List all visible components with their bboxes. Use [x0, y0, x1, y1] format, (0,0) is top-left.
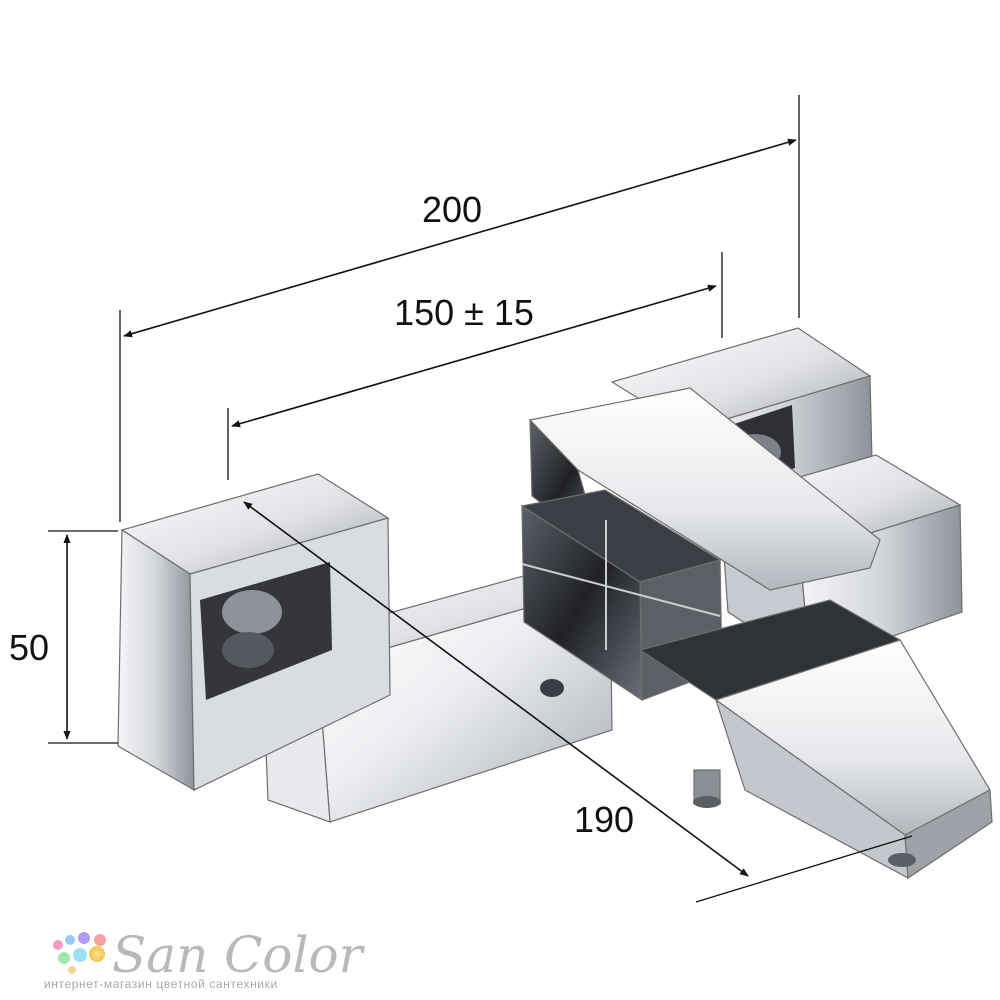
dimension-label-200: 200 [422, 189, 482, 230]
dimension-inlet-spacing: 150 ± 15 [227, 252, 723, 480]
dimension-overall-width: 200 [119, 95, 800, 522]
extension-line-spout [695, 835, 913, 903]
dimension-label-50: 50 [9, 627, 49, 668]
dimension-height: 50 [9, 530, 118, 744]
brand-logo: San Color интернет-магазин цветной санте… [44, 926, 366, 991]
logo-dots-icon [53, 932, 106, 974]
dimension-label-190: 190 [574, 799, 634, 840]
logo-tagline: интернет-магазин цветной сантехники [44, 977, 278, 991]
dimension-label-150: 150 ± 15 [394, 292, 534, 333]
dimension-depth: 190 [243, 501, 913, 903]
dimension-arrow-190 [243, 501, 749, 877]
bath-spout [638, 599, 993, 880]
shower-outlet [693, 769, 721, 808]
faucet-illustration [117, 327, 993, 880]
logo-wordmark: San Color [112, 926, 366, 984]
dimension-arrow-150 [231, 284, 717, 428]
